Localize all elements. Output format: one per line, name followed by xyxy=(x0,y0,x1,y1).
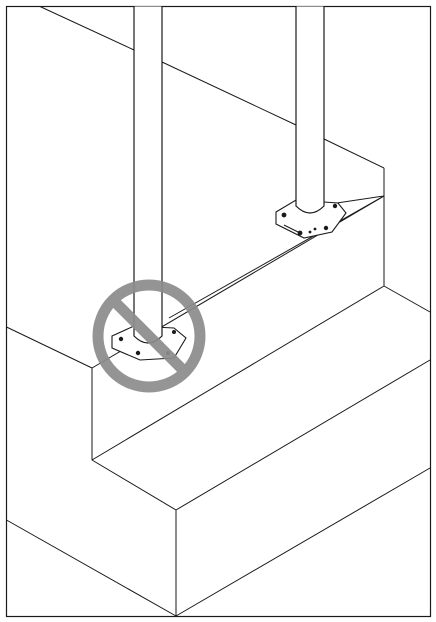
left-post-tube xyxy=(133,6,163,344)
diagram-frame xyxy=(5,5,432,618)
bolt-hole xyxy=(135,350,141,356)
back-wall xyxy=(6,6,385,369)
bolt-hole xyxy=(172,330,176,334)
bolt-hole xyxy=(332,203,338,209)
bolt-hole xyxy=(308,230,312,234)
bolt-hole xyxy=(313,227,317,231)
lower-step xyxy=(6,285,431,617)
bolt-hole xyxy=(118,336,124,342)
right-post xyxy=(275,6,347,239)
bolt-hole xyxy=(323,225,329,231)
bolt-hole xyxy=(281,212,287,218)
prohibition-icon xyxy=(92,279,206,393)
right-post-tube xyxy=(295,6,325,214)
